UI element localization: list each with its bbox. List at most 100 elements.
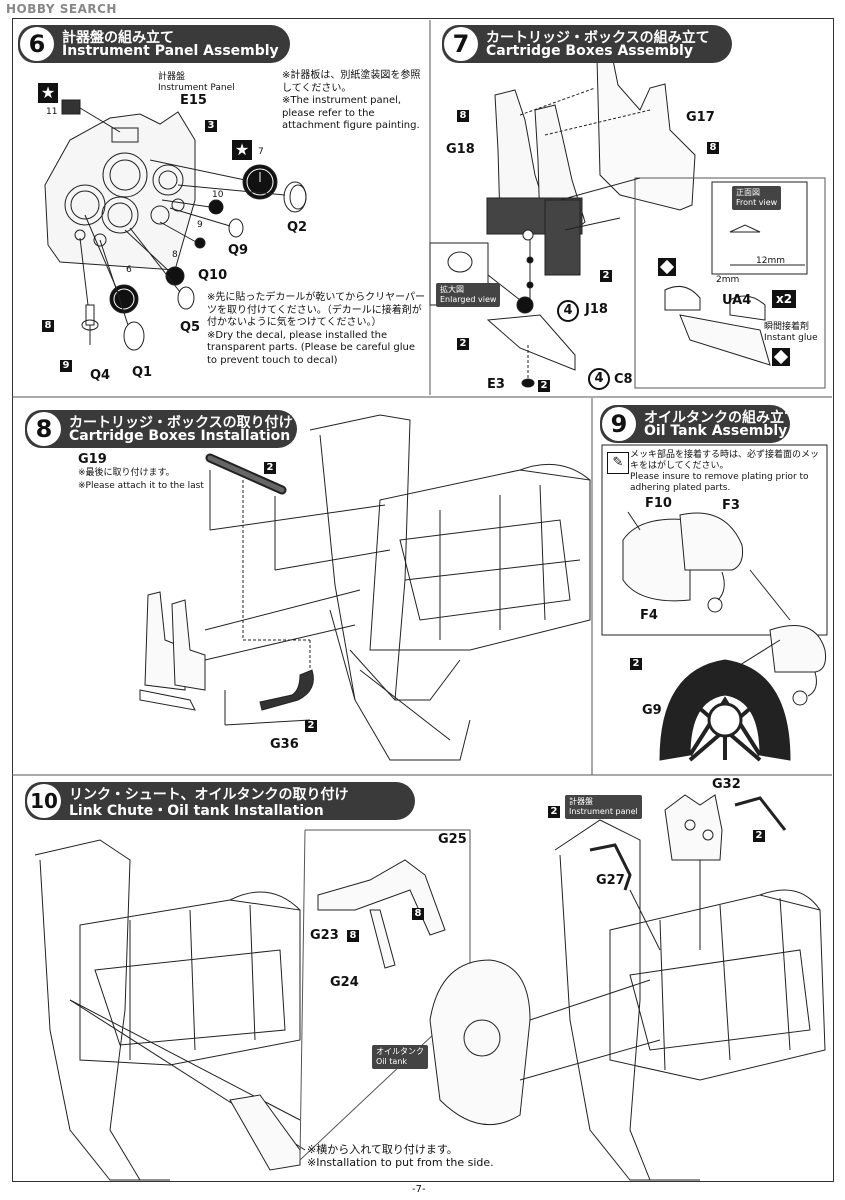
circled-number-4a: 4 — [557, 300, 579, 322]
step-10-title-jp: リンク・シュート、オイルタンクの取り付け — [69, 787, 349, 803]
part-G18: G18 — [446, 142, 475, 157]
enlarged-view-tag: 拡大図 Enlarged view — [436, 283, 501, 307]
part-F3: F3 — [722, 498, 740, 513]
paint-number-3: 3 — [205, 120, 217, 132]
star-icon: ★ — [232, 140, 252, 160]
quantity-text: x2 — [775, 292, 793, 306]
part-Q1: Q1 — [132, 365, 153, 380]
paint-number-2c: 2 — [538, 380, 550, 392]
step-6-title-en: Instrument Panel Assembly — [62, 43, 279, 59]
decal-number-8: 8 — [172, 250, 178, 260]
fuselage-frame-drawing-10 — [34, 794, 826, 1181]
part-G17: G17 — [686, 110, 715, 125]
step-6-note-2: ※先に貼ったデカールが乾いてからクリヤーパーツを取り付けてください。（デカールに… — [207, 292, 427, 367]
step-10-note-en: ※Installation to put from the side. — [307, 1156, 494, 1169]
step-10-note-jp: ※横から入れて取り付けます。 — [307, 1143, 458, 1156]
part-G27: G27 — [596, 873, 625, 888]
paint-number-2-g36: 2 — [305, 720, 317, 732]
diamond-icon — [772, 348, 790, 366]
cartridge-box-drawing — [429, 54, 826, 389]
enlarged-en: Enlarged view — [440, 295, 497, 304]
paint-number-9: 9 — [60, 360, 72, 372]
part-G25: G25 — [438, 832, 467, 847]
step-6-note-1-jp: ※計器板は、別紙塗装図を参照してください。 — [282, 70, 421, 94]
part-Q2: Q2 — [287, 220, 308, 235]
decal-number-11: 11 — [46, 107, 58, 117]
part-Q4: Q4 — [90, 368, 111, 383]
part-G32: G32 — [712, 777, 741, 792]
dim-12mm: 12mm — [756, 256, 785, 266]
oil-tank-drawing — [601, 444, 828, 762]
brand-logo: HOBBY SEARCH — [6, 2, 117, 16]
front-view-tag: 正面図 Front view — [732, 186, 782, 210]
panel-label-en: Instrument Panel — [158, 83, 235, 93]
part-G19: G19 — [78, 452, 107, 467]
step-9-title-en: Oil Tank Assembly — [644, 423, 788, 439]
step-6-note-2-jp: ※先に貼ったデカールが乾いてからクリヤーパーツを取り付けてください。（デカールに… — [207, 292, 425, 328]
part-G24: G24 — [330, 975, 359, 990]
step-8-title-jp: カートリッジ・ボックスの取り付け — [69, 415, 293, 431]
paint-number-2a: 2 — [600, 270, 612, 282]
decal-number-7: 7 — [258, 147, 264, 157]
circled-number-4b: 4 — [588, 368, 610, 390]
paint-number-2b: 2 — [457, 338, 469, 350]
step-6-note-2-en: ※Dry the decal, please installed the tra… — [207, 329, 416, 366]
front-jp: 正面図 — [736, 188, 760, 197]
instrument-panel-tag: 計器盤 Instrument panel — [565, 795, 642, 819]
step-6-note-1-en: ※The instrument panel, please refer to t… — [282, 95, 420, 131]
panel-tag-en: Instrument panel — [569, 807, 638, 816]
part-F4: F4 — [640, 608, 658, 623]
step-7-header: 7 カートリッジ・ボックスの組み立て Cartridge Boxes Assem… — [442, 25, 732, 63]
decal-number-6: 6 — [126, 265, 132, 275]
fuselage-frame-drawing-8 — [139, 414, 591, 761]
instant-glue-en: Instant glue — [764, 333, 818, 343]
part-G36: G36 — [270, 737, 299, 752]
step-9-header: 9 オイルタンクの組み立て Oil Tank Assembly — [600, 405, 798, 443]
enlarged-jp: 拡大図 — [440, 285, 464, 294]
part-E15: E15 — [180, 93, 207, 108]
step-6-title-jp: 計器盤の組み立て — [62, 30, 174, 46]
page-frame — [12, 18, 834, 1182]
step-6-number: 6 — [20, 27, 54, 61]
page-number: -7- — [412, 1184, 426, 1195]
step-8-note-en: ※Please attach it to the last — [78, 481, 204, 491]
step-8-title-en: Cartridge Boxes Installation — [69, 428, 291, 444]
step-10-header: 10 リンク・シュート、オイルタンクの取り付け Link Chute・Oil t… — [25, 782, 415, 820]
instant-glue-jp: 瞬間接着剤 — [764, 322, 810, 332]
step-8-header: 8 カートリッジ・ボックスの取り付け Cartridge Boxes Insta… — [25, 410, 297, 448]
warning-icon: ✎ — [607, 452, 629, 474]
step-8-number: 8 — [27, 412, 61, 446]
paint-number-8-g23: 8 — [347, 930, 359, 942]
part-Q9: Q9 — [228, 243, 249, 258]
decal-number-10: 10 — [212, 190, 224, 200]
step-9-note-jp: メッキ部品を接着する時は、必ず接着面のメッキをはがしてください。 — [630, 450, 820, 471]
paint-number-2-g27: 2 — [548, 806, 560, 818]
panel-tag-jp: 計器盤 — [569, 797, 593, 806]
oil-tag-jp: オイルタンク — [376, 1047, 424, 1056]
part-G9: G9 — [642, 703, 662, 718]
step-6-header: 6 計器盤の組み立て Instrument Panel Assembly — [18, 25, 290, 63]
star-icon: ★ — [38, 83, 58, 103]
instrument-panel-drawing — [44, 99, 307, 351]
part-Q5: Q5 — [180, 320, 201, 335]
part-UA4: UA4 — [722, 293, 752, 308]
diamond-icon — [658, 258, 676, 276]
part-G23: G23 — [310, 928, 339, 943]
part-Q10: Q10 — [198, 268, 228, 283]
part-E3: E3 — [487, 377, 505, 392]
paint-number-8: 8 — [42, 320, 54, 332]
step-7-title-jp: カートリッジ・ボックスの組み立て — [486, 30, 710, 46]
step-7-title-en: Cartridge Boxes Assembly — [486, 43, 693, 59]
paint-number-8b: 8 — [707, 142, 719, 154]
brand-text: HOBBY SEARCH — [6, 2, 117, 16]
part-F10: F10 — [645, 496, 672, 511]
paint-number-2-g32: 2 — [753, 830, 765, 842]
step-10-number: 10 — [27, 784, 61, 818]
dim-2mm: 2mm — [716, 275, 740, 285]
step-10-note: ※横から入れて取り付けます。 ※Installation to put from… — [307, 1143, 537, 1169]
step-9-title-jp: オイルタンクの組み立て — [644, 410, 798, 426]
quantity-x2: x2 — [772, 290, 796, 308]
step-7-number: 7 — [444, 27, 478, 61]
step-10-title-en: Link Chute・Oil tank Installation — [69, 803, 324, 819]
